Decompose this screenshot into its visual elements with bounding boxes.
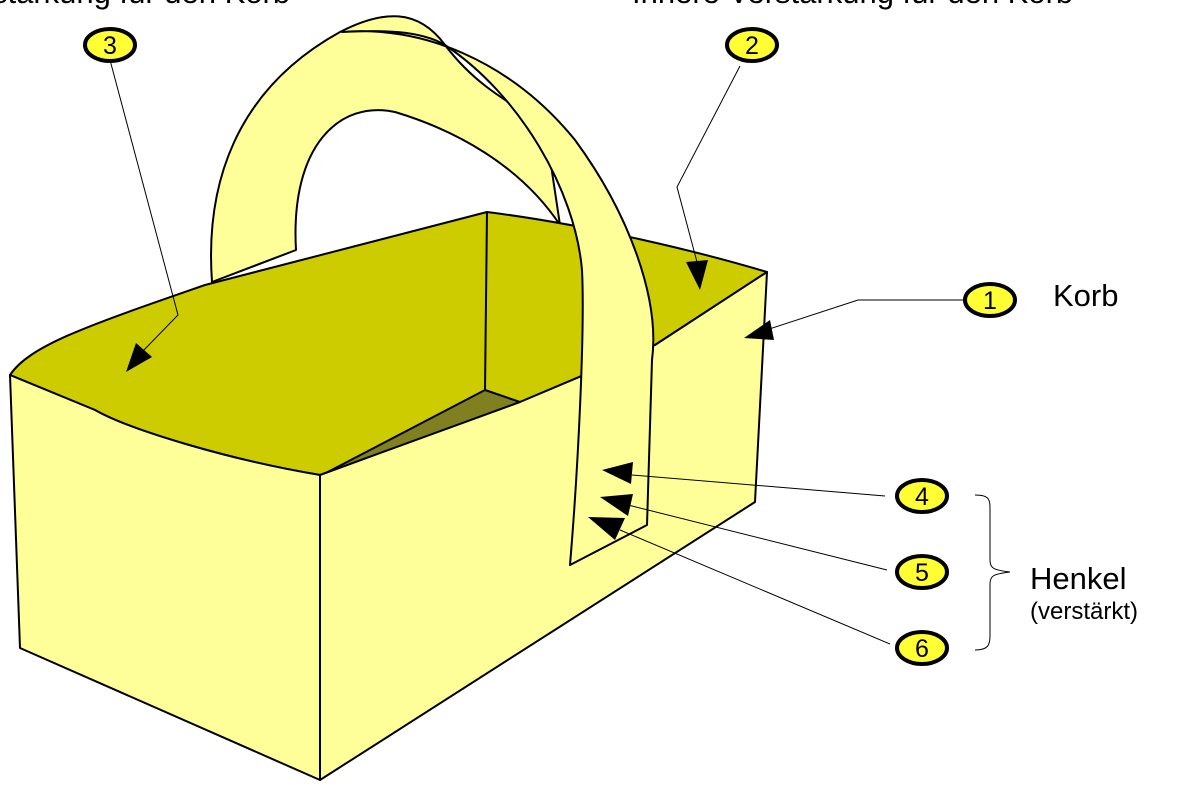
leader-line-1 bbox=[744, 300, 965, 340]
badge-3: 3 bbox=[85, 29, 135, 61]
label-henkel: Henkel bbox=[1030, 561, 1127, 596]
svg-text:4: 4 bbox=[915, 483, 929, 511]
label-top-left: stärkung für den Korb bbox=[0, 0, 290, 10]
badge-5: 5 bbox=[897, 556, 947, 588]
label-korb: Korb bbox=[1053, 278, 1118, 313]
badge-1: 1 bbox=[965, 284, 1015, 316]
label-top-right: Innere Verstärkung für den Korb bbox=[632, 0, 1073, 10]
svg-text:5: 5 bbox=[915, 559, 929, 587]
svg-text:1: 1 bbox=[983, 287, 997, 315]
svg-text:6: 6 bbox=[915, 635, 929, 663]
henkel-brace bbox=[975, 495, 1010, 650]
badge-4: 4 bbox=[897, 480, 947, 512]
svg-text:3: 3 bbox=[103, 32, 117, 60]
badge-6: 6 bbox=[897, 632, 947, 664]
svg-text:2: 2 bbox=[745, 32, 759, 60]
label-henkel-sub: (verstärkt) bbox=[1030, 598, 1138, 625]
badge-2: 2 bbox=[727, 29, 777, 61]
